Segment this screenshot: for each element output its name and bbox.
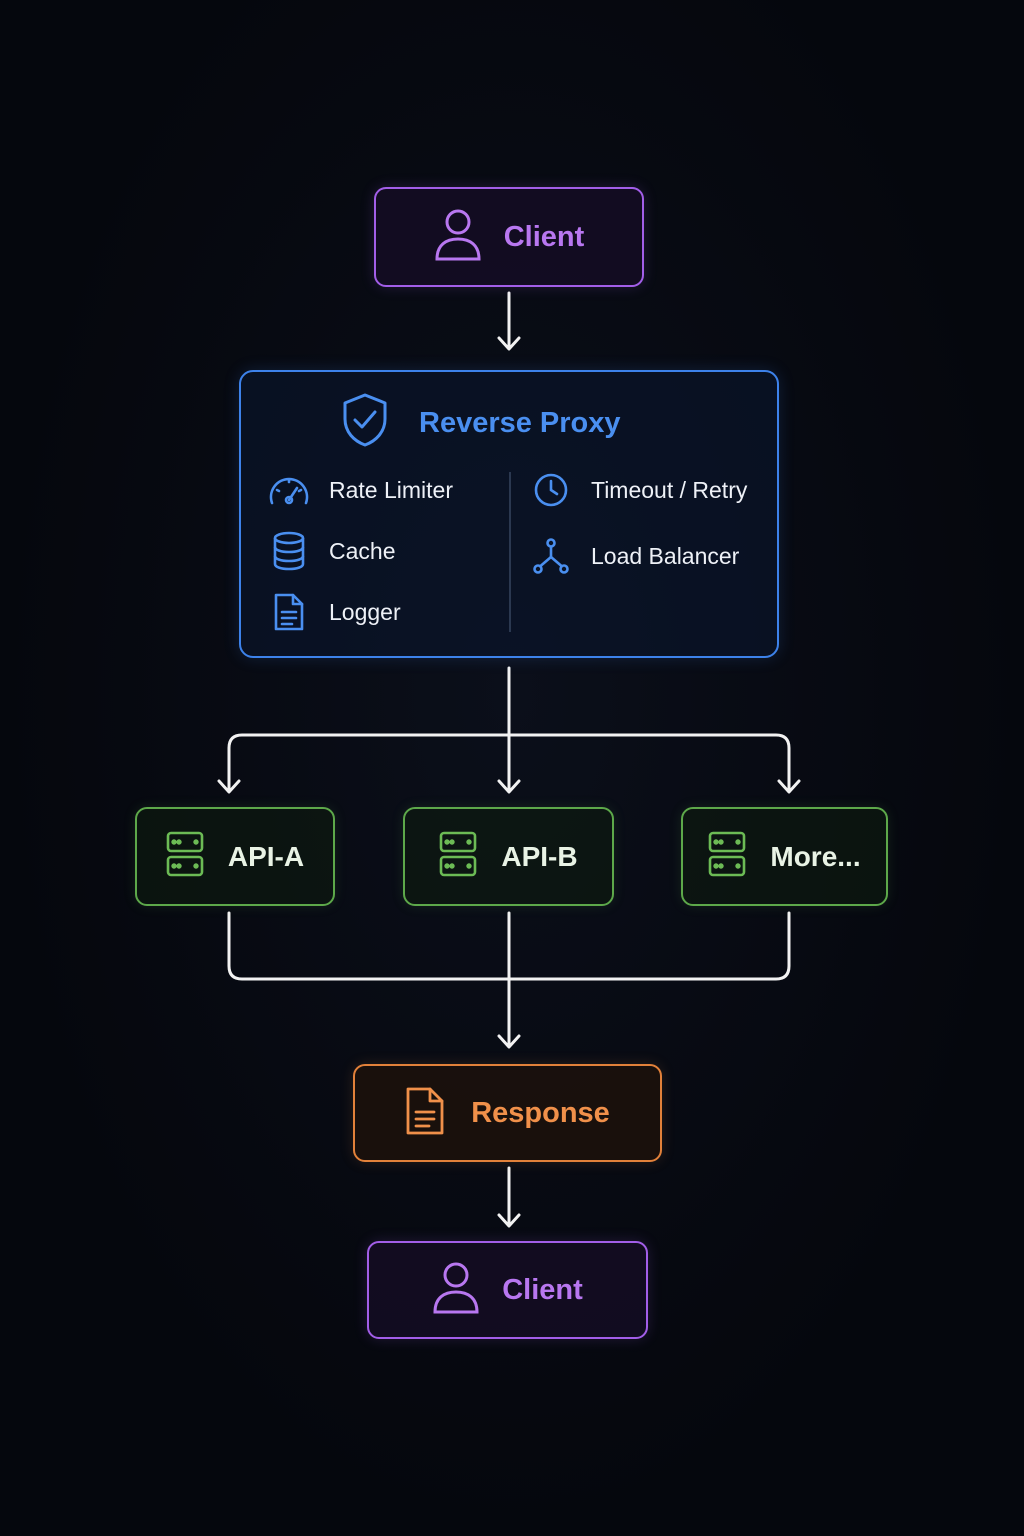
response-label: Response	[471, 1096, 610, 1129]
arrow-apis-to-response	[227, 911, 791, 1049]
server-icon	[708, 831, 746, 882]
server-icon	[439, 831, 477, 882]
client-node-top: Client	[374, 187, 644, 287]
shield-check-icon	[341, 392, 389, 453]
api-label: API-B	[501, 840, 578, 872]
network-icon	[529, 534, 573, 578]
api-more-node: More...	[681, 807, 888, 906]
api-b-node: API-B	[403, 807, 614, 906]
api-label: More...	[770, 840, 861, 872]
database-icon	[267, 529, 311, 573]
user-icon	[432, 1260, 480, 1321]
api-label: API-A	[227, 840, 305, 872]
feature-label: Rate Limiter	[329, 476, 453, 503]
arrow-response-to-client	[497, 1166, 521, 1228]
feature-label: Load Balancer	[591, 542, 740, 569]
arrow-proxy-to-apis	[217, 666, 801, 794]
feature-label: Logger	[329, 598, 401, 625]
feature-logger: Logger	[267, 590, 401, 634]
arrow-client-to-proxy	[497, 291, 521, 351]
document-icon	[405, 1086, 445, 1141]
api-a-node: API-A	[135, 807, 335, 906]
server-icon	[166, 831, 204, 882]
feature-cache: Cache	[267, 529, 395, 573]
feature-label: Cache	[329, 537, 396, 564]
client-label: Client	[503, 220, 585, 253]
proxy-title: Reverse Proxy	[419, 407, 621, 439]
response-node: Response	[353, 1064, 662, 1162]
document-icon	[267, 590, 311, 634]
reverse-proxy-node: Reverse Proxy Rate Limiter Cache	[239, 370, 779, 658]
user-icon	[434, 207, 482, 268]
client-label: Client	[502, 1273, 583, 1306]
feature-label: Timeout / Retry	[591, 476, 748, 503]
client-node-bottom: Client	[367, 1241, 648, 1339]
feature-timeout-retry: Timeout / Retry	[529, 468, 747, 512]
clock-icon	[529, 468, 573, 512]
feature-load-balancer: Load Balancer	[529, 534, 739, 578]
gauge-icon	[267, 468, 311, 512]
feature-rate-limiter: Rate Limiter	[267, 468, 453, 512]
proxy-column-divider	[509, 472, 511, 632]
